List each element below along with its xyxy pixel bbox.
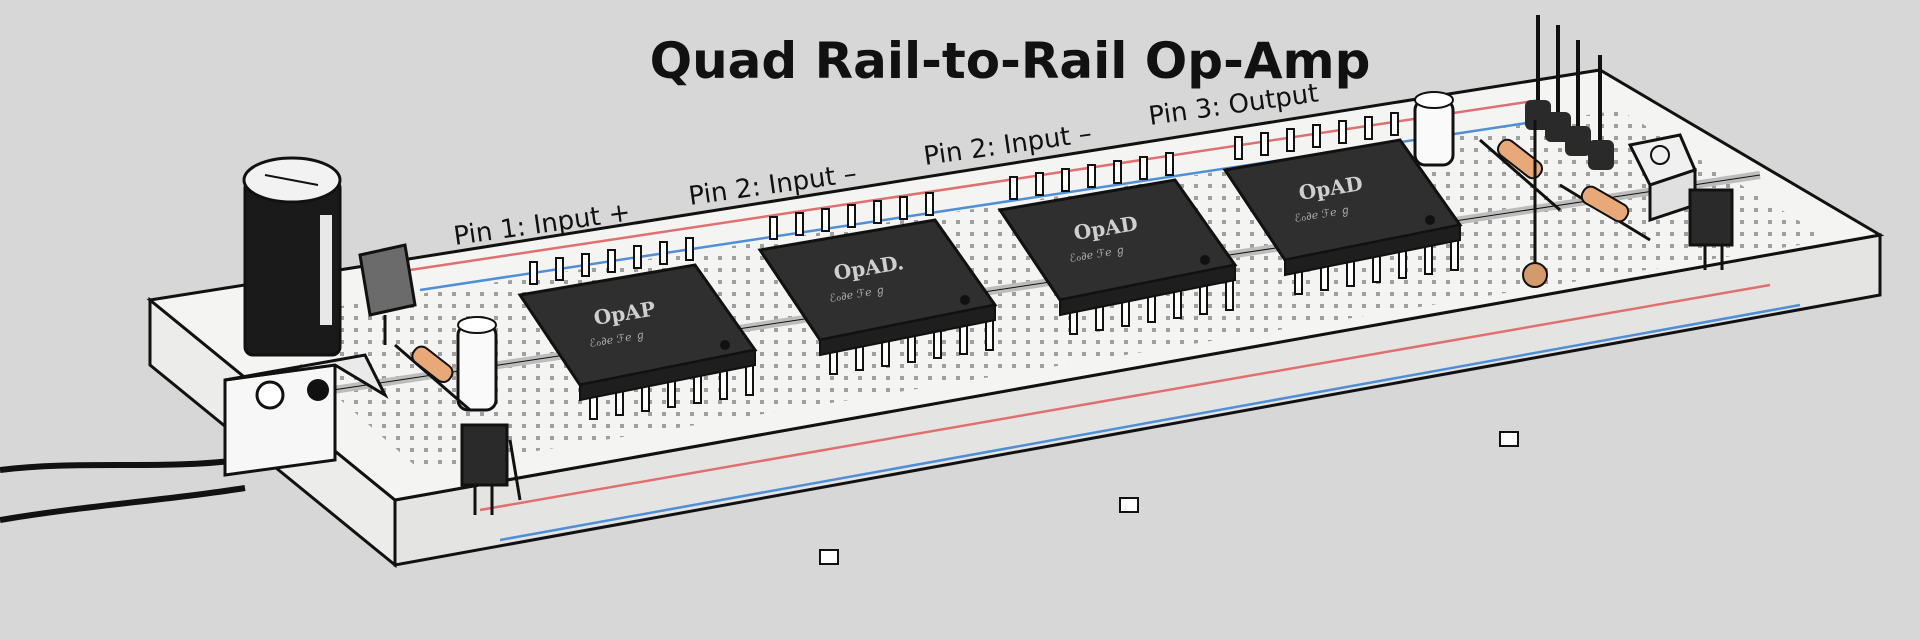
film-capacitor-left (456, 316, 498, 412)
title: Quad Rail-to-Rail Op-Amp (650, 32, 1371, 90)
film-capacitor-right (1413, 91, 1455, 167)
pin1-dot (1425, 215, 1435, 225)
transistor-left (460, 423, 522, 515)
pin1-dot (720, 340, 730, 350)
box-capacitor-left (358, 243, 417, 345)
pin1-dot (960, 295, 970, 305)
power-connector (0, 353, 389, 523)
rail-blue-bottom (499, 303, 1801, 542)
rail-red-top (409, 98, 1541, 272)
pin1-dot (1200, 255, 1210, 265)
electrolytic-capacitor (242, 156, 342, 357)
resistor-left (394, 343, 471, 412)
op-amp-chip: OpAD.ℰℴ∂ℯ ℱℯ ℊ (757, 192, 998, 375)
rail-red-bottom (479, 283, 1771, 512)
resistors-right (1479, 120, 1651, 288)
trim-potentiometer (1627, 133, 1698, 223)
transistor-right (1688, 188, 1734, 270)
transistor-array (1525, 15, 1614, 170)
